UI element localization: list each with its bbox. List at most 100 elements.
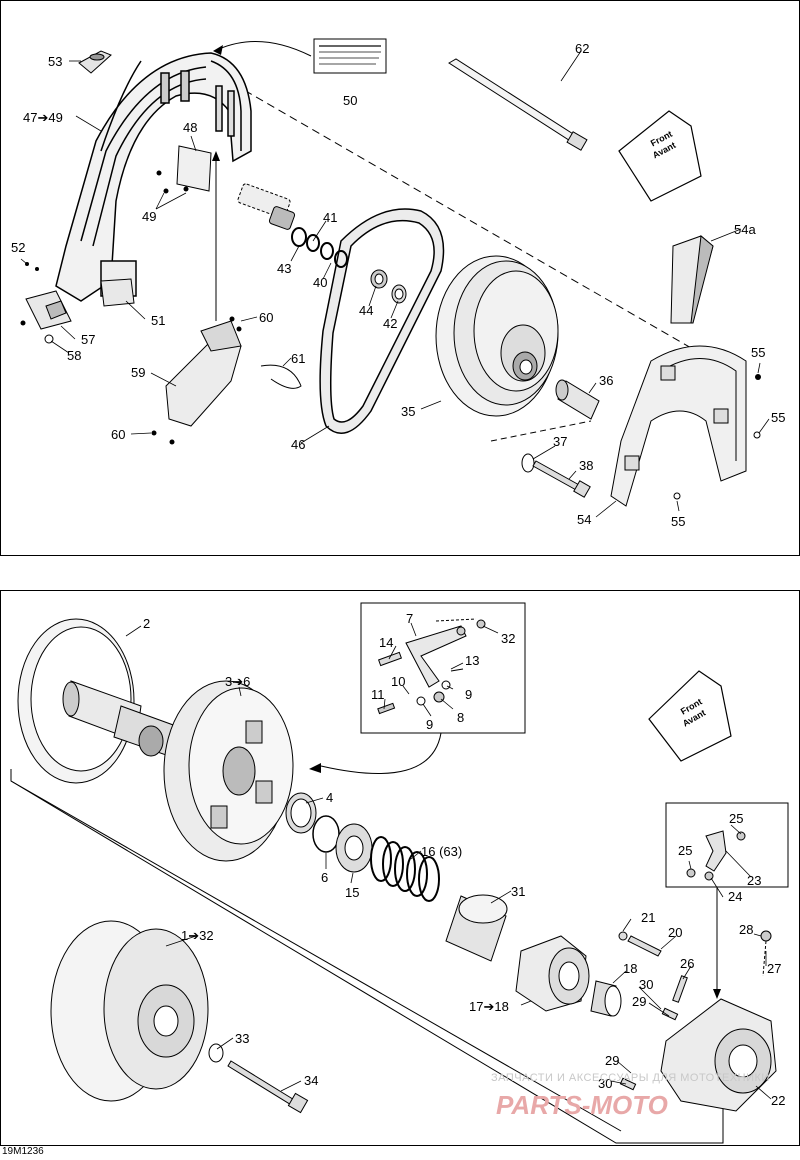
mount-bracket-51	[100, 278, 135, 307]
bushing-44	[370, 269, 388, 289]
callout-43: 43	[277, 261, 291, 276]
sleeve-31	[445, 894, 508, 962]
callout-26: 26	[680, 956, 694, 971]
callout-55a: 55	[751, 345, 765, 360]
bolt-axis-line	[490, 420, 592, 442]
washer-37	[521, 453, 535, 473]
callout-24: 24	[728, 889, 742, 904]
callout-32: 32	[501, 631, 515, 646]
drive-clutch-assembly-1-32	[50, 920, 209, 1102]
callout-17-18: 17➔18	[469, 999, 509, 1014]
tie-strap-62	[448, 58, 588, 151]
callout-54a: 54a	[734, 222, 756, 237]
callout-10: 10	[391, 674, 405, 689]
callout-9a: 9	[426, 717, 433, 732]
callout-46: 46	[291, 437, 305, 452]
callout-34: 34	[304, 1073, 318, 1088]
callout-6: 6	[321, 870, 328, 885]
callout-47-49: 47➔49	[23, 110, 63, 125]
callout-31: 31	[511, 884, 525, 899]
callout-42: 42	[383, 316, 397, 331]
callout-23: 23	[747, 873, 761, 888]
callout-30b: 30	[598, 1076, 612, 1091]
callout-58: 58	[67, 348, 81, 363]
watermark-caption: ЗАПЧАСТИ И АКСЕССУАРЫ ДЛЯ МОТОТЕХНИКИ	[491, 1072, 770, 1084]
callout-7: 7	[406, 611, 413, 626]
callout-3-6: 3➔6	[225, 674, 250, 689]
callout-55c: 55	[671, 514, 685, 529]
callout-54: 54	[577, 512, 591, 527]
callout-48: 48	[183, 120, 197, 135]
callout-40: 40	[313, 275, 327, 290]
spider-17-18	[515, 935, 590, 1012]
callout-30a: 30	[639, 977, 653, 992]
callout-29a: 29	[632, 994, 646, 1009]
callout-60b: 60	[111, 427, 125, 442]
washer-55c	[673, 492, 681, 500]
clutch-spring-16	[370, 836, 440, 902]
driven-pulley-35	[435, 255, 559, 417]
callout-leaders-top	[20, 50, 770, 518]
shaft-bearing-43	[237, 183, 296, 230]
callout-41: 41	[323, 210, 337, 225]
inset-leader-arrow	[320, 732, 442, 775]
callout-22: 22	[771, 1093, 785, 1108]
callout-16: 16 (63)	[421, 844, 462, 859]
clutch-bolt-34	[227, 1060, 309, 1114]
lower-diagram-svg: 2 3➔6 4 6 15 16 (63) 31 1➔32 33 34 7 14 …	[10, 602, 789, 1144]
inset-arrowhead	[309, 763, 321, 773]
screw-60a	[229, 316, 235, 322]
upper-diagram-svg: 53 47➔49 48 49 52 51 57 58 50 62 41 43 4…	[11, 38, 785, 529]
callout-33: 33	[235, 1031, 249, 1046]
callout-4: 4	[326, 790, 333, 805]
callout-13: 13	[465, 653, 479, 668]
callout-25b: 25	[678, 843, 692, 858]
callout-25a: 25	[729, 811, 743, 826]
callout-59: 59	[131, 365, 145, 380]
guard-latch-53	[78, 50, 112, 74]
callout-36: 36	[599, 373, 613, 388]
spring-seat-15	[335, 823, 373, 873]
callout-44: 44	[359, 303, 373, 318]
callout-18: 18	[623, 961, 637, 976]
support-bracket-59	[165, 320, 242, 427]
label-arrowhead	[213, 45, 223, 55]
assembly-axis-line	[210, 70, 732, 372]
bolt-38	[532, 460, 591, 498]
retainer-plate-57	[25, 290, 72, 330]
callout-57: 57	[81, 332, 95, 347]
callout-20: 20	[668, 925, 682, 940]
drive-belt-46	[319, 208, 445, 435]
fixed-sheave-22	[660, 998, 777, 1112]
callout-29b: 29	[605, 1053, 619, 1068]
warning-label-50	[313, 38, 387, 74]
label-leader-arrow	[218, 40, 312, 57]
snap-ring-6	[312, 815, 340, 853]
front-direction-arrow-lower	[648, 670, 732, 762]
bushing-18	[590, 980, 622, 1017]
inset-lever-assembly	[360, 602, 526, 734]
screw-60b	[151, 430, 157, 436]
screw-58a	[20, 320, 26, 326]
retainer-screws-52	[25, 262, 39, 271]
support-arrowhead	[212, 151, 220, 161]
callout-53: 53	[48, 54, 62, 69]
callout-61: 61	[291, 351, 305, 366]
callout-49: 49	[142, 209, 156, 224]
washer-33	[208, 1043, 224, 1063]
pins-29-30	[619, 1007, 679, 1091]
screw-55a	[755, 374, 761, 380]
callout-55b: 55	[771, 410, 785, 425]
belt-guard	[55, 52, 252, 302]
callout-60a: 60	[259, 310, 273, 325]
callout-11: 11	[371, 687, 385, 702]
bushing-4	[285, 792, 317, 834]
key-54a	[670, 235, 714, 324]
upper-exploded-view-panel: 53 47➔49 48 49 52 51 57 58 50 62 41 43 4…	[0, 0, 800, 556]
bolt-20-21	[618, 931, 662, 957]
callout-14: 14	[379, 635, 393, 650]
washer-58	[44, 334, 54, 344]
callout-28: 28	[739, 922, 753, 937]
watermark-logo: PARTS-MOTO	[496, 1090, 668, 1120]
callout-50: 50	[343, 93, 357, 108]
